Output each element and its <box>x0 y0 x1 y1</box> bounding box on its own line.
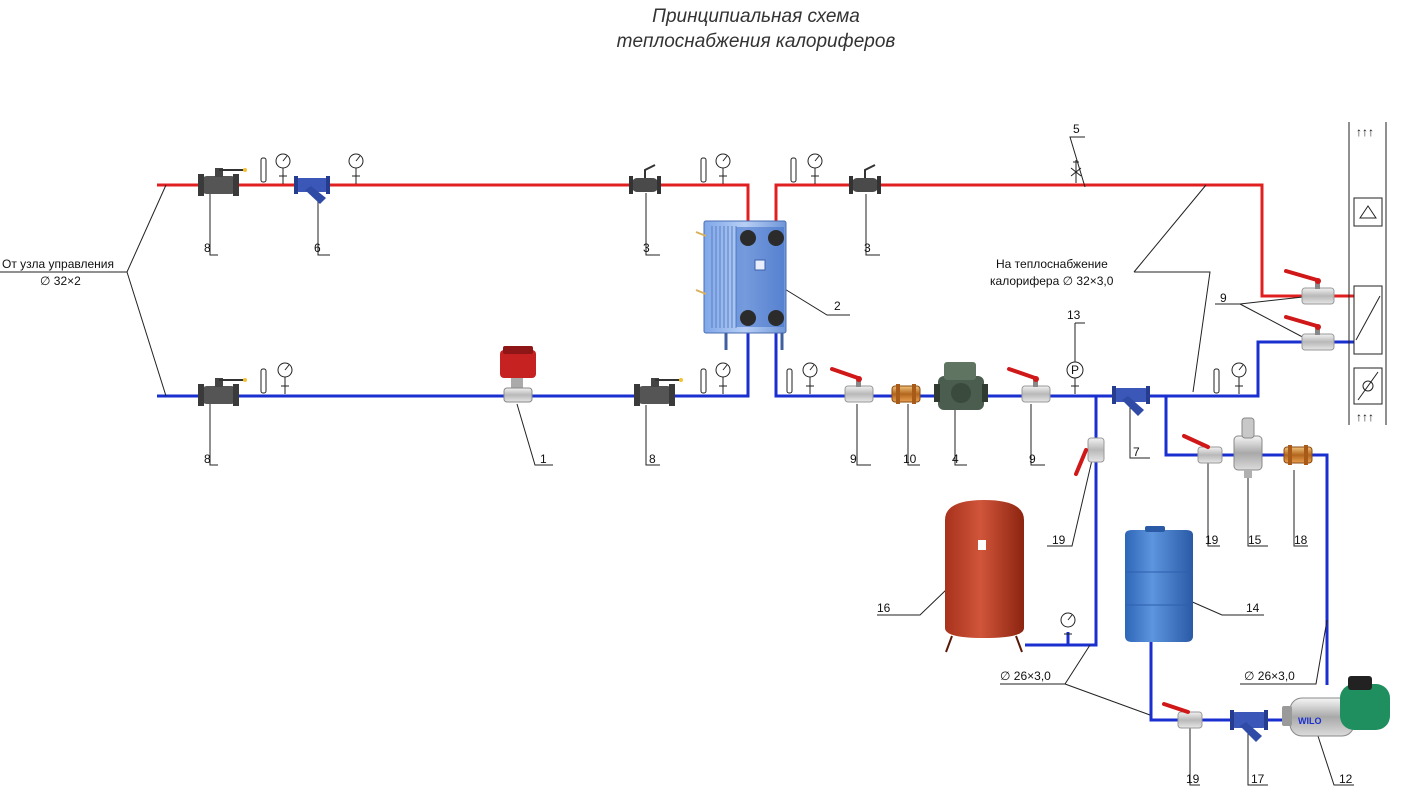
return-pipe-left <box>157 318 750 398</box>
note-to-heater-line-1: На теплоснабжение <box>996 257 1108 271</box>
label-19-a: 19 <box>1052 533 1066 547</box>
thermometer-icon <box>700 157 707 183</box>
return-pipes <box>157 318 1354 722</box>
leader-lines <box>0 136 1354 786</box>
circulation-pump-4 <box>934 362 988 410</box>
pressure-gauge-icon <box>348 153 364 184</box>
label-8-top: 8 <box>204 241 211 255</box>
balancing-valve-8-top <box>198 168 247 196</box>
shutoff-valve-3-right <box>849 164 881 194</box>
label-19-b: 19 <box>1205 533 1219 547</box>
expansion-branch <box>1025 396 1098 647</box>
instruments <box>260 153 1247 635</box>
label-5: 5 <box>1073 122 1080 136</box>
label-9-b: 9 <box>1029 452 1036 466</box>
label-3-left: 3 <box>643 241 650 255</box>
note-from-control-unit: От узла управления <box>2 257 114 271</box>
label-18: 18 <box>1294 533 1308 547</box>
pressure-reducer-15 <box>1233 417 1263 478</box>
air-flow-arrows-bottom: ↑↑↑ <box>1356 410 1374 424</box>
ball-valve-9-heater-top <box>1284 269 1335 305</box>
air-vent-5 <box>1070 160 1082 183</box>
label-2: 2 <box>834 299 841 313</box>
pressure-switch-letter: P <box>1071 363 1079 377</box>
pressure-gauge-icon <box>1060 612 1076 635</box>
label-14: 14 <box>1246 601 1260 615</box>
supply-pipe-left <box>157 183 750 236</box>
pressure-switch-13 <box>1066 361 1084 394</box>
thermometer-icon <box>260 157 267 183</box>
ball-valve-19-vertical <box>1074 437 1105 476</box>
pressure-gauge-icon <box>802 362 818 394</box>
return-pipe-right <box>774 318 1312 398</box>
label-3-right: 3 <box>864 241 871 255</box>
label-7: 7 <box>1133 445 1140 459</box>
pressure-gauge-icon <box>277 362 293 394</box>
label-17: 17 <box>1251 772 1265 786</box>
thermometer-icon <box>260 368 267 394</box>
ball-valve-19-makeup <box>1182 434 1223 464</box>
thermometer-icon <box>786 368 793 394</box>
pressure-gauge-icon <box>807 153 823 184</box>
label-9-heater: 9 <box>1220 291 1227 305</box>
position-labels: 1 2 3 3 4 5 6 7 8 8 8 9 9 9 10 12 13 14 … <box>204 122 1353 786</box>
ball-valve-19-suction <box>1162 702 1203 729</box>
pressure-gauge-icon <box>715 153 731 184</box>
supply-pipe-right <box>774 183 1312 298</box>
makeup-tank-14 <box>1125 526 1193 642</box>
balancing-valve-8-bottom-mid <box>634 378 683 406</box>
strainer-6 <box>294 176 330 204</box>
label-12: 12 <box>1339 772 1353 786</box>
balancing-valve-8-bottom-left <box>198 378 247 406</box>
label-8-bottom-mid: 8 <box>649 452 656 466</box>
pressure-gauge-icon <box>715 362 731 394</box>
label-16: 16 <box>877 601 891 615</box>
ball-valve-9-a <box>830 367 874 403</box>
expansion-tank-16 <box>945 500 1024 653</box>
ball-valve-9-b <box>1007 367 1051 403</box>
control-valve-1 <box>500 346 536 403</box>
label-1: 1 <box>540 452 547 466</box>
ball-valve-9-heater-bottom <box>1284 315 1335 351</box>
label-10: 10 <box>903 452 917 466</box>
strainer-17 <box>1230 710 1268 742</box>
supply-pipes <box>157 183 1354 298</box>
label-15: 15 <box>1248 533 1262 547</box>
shutoff-valve-3-left <box>629 164 661 194</box>
note-pipe-size-right: ∅ 26×3,0 <box>1244 669 1295 683</box>
pump-brand: WILO <box>1298 716 1322 726</box>
label-13: 13 <box>1067 308 1081 322</box>
thermometer-icon <box>700 368 707 394</box>
diagram-title-line-2: теплоснабжения калориферов <box>616 31 896 52</box>
label-8-bottom-left: 8 <box>204 452 211 466</box>
makeup-pump-12: WILO <box>1282 676 1390 737</box>
thermometer-icon <box>1213 368 1220 394</box>
label-6: 6 <box>314 241 321 255</box>
note-from-control-unit-size: ∅ 32×2 <box>40 274 81 288</box>
label-4: 4 <box>952 452 959 466</box>
air-flow-arrows-top: ↑↑↑ <box>1356 125 1374 139</box>
strainer-7 <box>1112 386 1150 416</box>
note-to-heater-line-2: калорифера ∅ 32×3,0 <box>990 274 1114 288</box>
plate-heat-exchanger-2 <box>695 220 787 350</box>
note-pipe-size-left: ∅ 26×3,0 <box>1000 669 1051 683</box>
diagram-title-line-1: Принципиальная схема <box>652 6 860 27</box>
label-19-c: 19 <box>1186 772 1200 786</box>
pressure-gauge-icon <box>1231 362 1247 394</box>
check-valve-18 <box>1283 445 1313 465</box>
pressure-gauge-icon <box>275 153 291 184</box>
thermometer-icon <box>790 157 797 183</box>
check-valve-10 <box>891 384 921 404</box>
air-heater-unit <box>1348 122 1387 425</box>
label-9-a: 9 <box>850 452 857 466</box>
